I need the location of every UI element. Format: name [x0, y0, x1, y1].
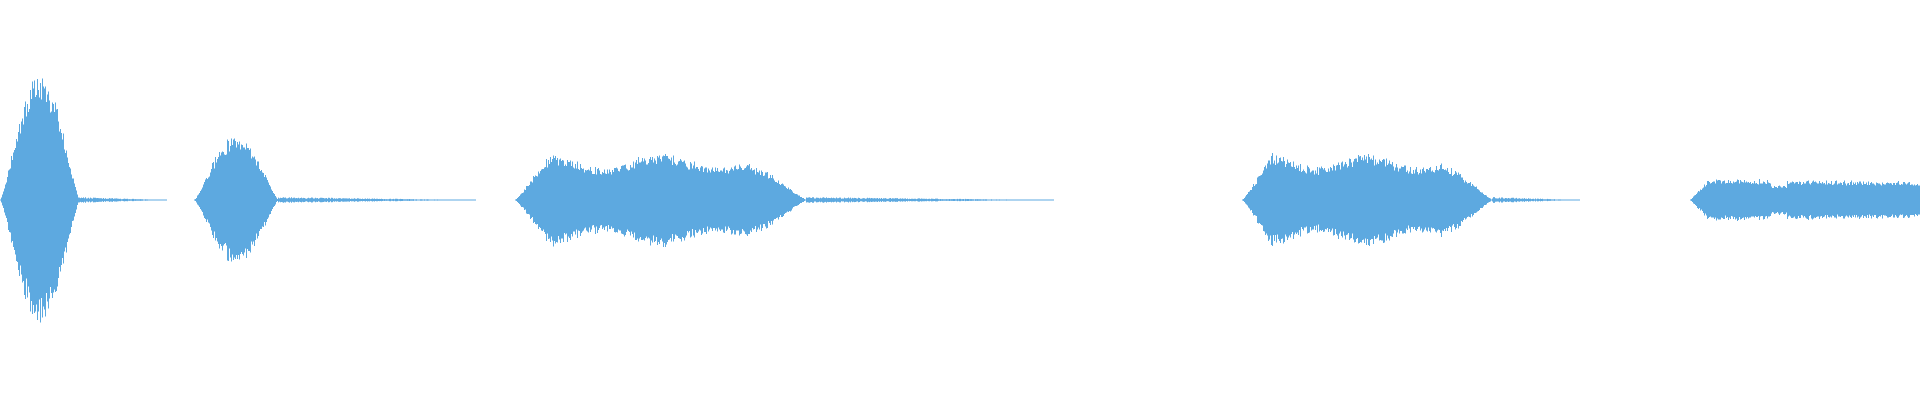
waveform-segment-5-path [1690, 179, 1920, 221]
waveform-tail-1 [79, 197, 167, 203]
waveform-segment-4 [1242, 152, 1492, 247]
waveform-segments [0, 78, 1920, 323]
waveform-segment-3 [515, 154, 806, 248]
waveform-segment-1-path [0, 78, 79, 323]
waveform-segment-2-path [194, 138, 278, 262]
waveform-segment-4-path [1242, 152, 1492, 247]
waveform-tail-4 [1492, 197, 1580, 203]
waveform-tail-3 [806, 197, 1054, 203]
waveform-silence-tails [79, 197, 1580, 203]
waveform-tail-2 [278, 197, 476, 203]
waveform-segment-2 [194, 138, 278, 262]
waveform-segment-5 [1690, 179, 1920, 221]
waveform-segment-3-path [515, 154, 806, 248]
waveform-segment-1 [0, 78, 79, 323]
